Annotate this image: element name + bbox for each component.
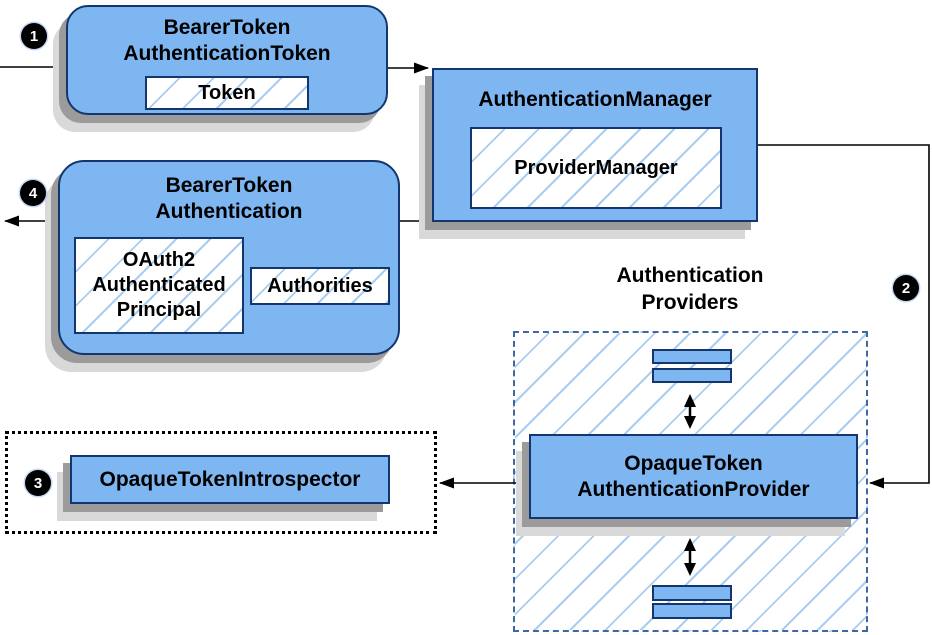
bearer-token-authentication-title-line2: Authentication <box>155 200 303 223</box>
provider-stack-bar-bottom-2 <box>652 603 732 619</box>
providers-title-line1: Authentication <box>616 264 764 287</box>
provider-stack-bar-top-1 <box>652 349 732 364</box>
opaque-token-authentication-provider-title-line2: AuthenticationProvider <box>577 477 810 501</box>
opaque-token-authentication-provider-box: OpaqueToken AuthenticationProvider <box>529 434 858 519</box>
authentication-providers-group-title: Authentication Providers <box>555 262 825 316</box>
bearer-token-authentication-token-box: BearerToken AuthenticationToken Token <box>66 5 388 115</box>
authorities-inner-box: Authorities <box>250 267 390 305</box>
authorities-label: Authorities <box>267 274 373 297</box>
provider-stack-bar-bottom-1 <box>652 585 732 601</box>
arrow-manager-to-provider <box>758 144 930 489</box>
provider-stack-bar-top-2 <box>652 368 732 383</box>
principal-line2: Authenticated <box>92 274 226 296</box>
opaque-token-authentication-provider-title-line1: OpaqueToken <box>624 451 763 475</box>
principal-line1: OAuth2 <box>122 249 196 271</box>
bearer-token-authentication-box: BearerToken Authentication OAuth2 Authen… <box>58 160 400 355</box>
bearer-token-authentication-token-title-line1: BearerToken <box>163 16 291 39</box>
step-3-badge: 3 <box>25 470 51 496</box>
authentication-manager-title: AuthenticationManager <box>478 88 712 111</box>
step-1-number: 1 <box>29 27 39 45</box>
token-inner-box: Token <box>145 76 309 110</box>
opaque-token-introspector-label: OpaqueTokenIntrospector <box>99 467 361 491</box>
step-2-badge: 2 <box>893 275 919 301</box>
principal-line3: Principal <box>116 299 202 321</box>
step-4-badge: 4 <box>20 180 46 206</box>
provider-manager-label: ProviderManager <box>514 156 678 179</box>
opaque-token-introspector-box: OpaqueTokenIntrospector <box>70 455 390 504</box>
step-1-badge: 1 <box>21 23 47 49</box>
bearer-token-authentication-title-line1: BearerToken <box>165 174 293 197</box>
authentication-manager-box: AuthenticationManager ProviderManager <box>432 68 758 222</box>
step-2-number: 2 <box>901 279 911 297</box>
provider-manager-inner-box: ProviderManager <box>470 127 722 209</box>
bearer-token-authentication-token-title-line2: AuthenticationToken <box>123 42 331 65</box>
oauth2-authenticated-principal-inner-box: OAuth2 Authenticated Principal <box>74 237 244 334</box>
providers-title-line2: Providers <box>641 291 739 314</box>
token-label: Token <box>198 81 256 104</box>
step-3-number: 3 <box>33 474 43 492</box>
step-4-number: 4 <box>28 184 38 202</box>
